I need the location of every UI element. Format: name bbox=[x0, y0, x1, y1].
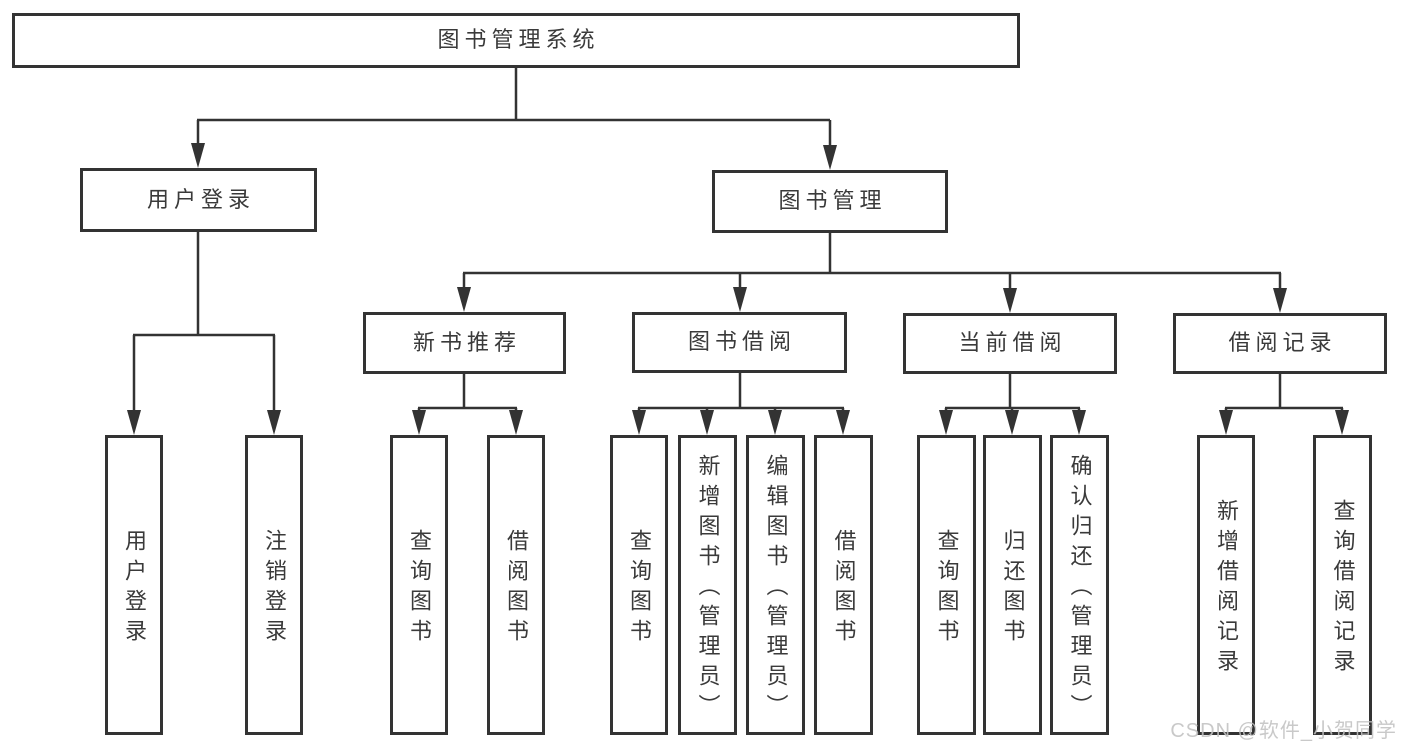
node-user-login: 用户登录 bbox=[80, 168, 317, 232]
connector-book-borrow-to-leaves bbox=[632, 373, 850, 435]
arrowhead-bb-borrow-book bbox=[836, 410, 850, 435]
arrowhead-user-login bbox=[191, 143, 205, 168]
arrowhead-nb-borrow-book bbox=[509, 410, 523, 435]
arrowhead-leaf-user-login bbox=[127, 410, 141, 435]
arrowhead-cb-confirm-return bbox=[1072, 410, 1086, 435]
leaf-br-query-record: 查询借阅记录 bbox=[1313, 435, 1372, 735]
leaf-logout-label: 注销登录 bbox=[262, 529, 287, 649]
leaf-nb-query-book: 查询图书 bbox=[390, 435, 448, 735]
node-user-login-label: 用户登录 bbox=[146, 186, 255, 212]
arrowhead-bb-add-book bbox=[700, 410, 714, 435]
leaf-bb-borrow-book-label: 借阅图书 bbox=[831, 529, 857, 649]
node-current-borrow: 当前借阅 bbox=[903, 313, 1117, 374]
arrowhead-bb-query-book bbox=[632, 410, 646, 435]
arrowhead-current-borrow bbox=[1003, 288, 1017, 313]
connector-user-login-to-leaves bbox=[127, 232, 281, 435]
leaf-cb-return-book: 归还图书 bbox=[983, 435, 1042, 735]
leaf-logout: 注销登录 bbox=[245, 435, 303, 735]
arrowhead-book-borrow bbox=[733, 287, 747, 312]
leaf-bb-query-book: 查询图书 bbox=[610, 435, 668, 735]
leaf-bb-edit-book-admin-label: 编辑图书（管理员） bbox=[763, 454, 789, 724]
leaf-cb-return-book-label: 归还图书 bbox=[1000, 529, 1026, 649]
leaf-bb-add-book-admin-label: 新增图书（管理员） bbox=[695, 454, 721, 724]
arrowhead-cb-query-book bbox=[939, 410, 953, 435]
arrowhead-br-query-record bbox=[1335, 410, 1349, 435]
arrowhead-br-add-record bbox=[1219, 410, 1233, 435]
leaf-cb-query-book-label: 查询图书 bbox=[934, 529, 960, 649]
leaf-br-add-record: 新增借阅记录 bbox=[1197, 435, 1255, 735]
leaf-user-login-label: 用户登录 bbox=[122, 529, 147, 649]
leaf-cb-query-book: 查询图书 bbox=[917, 435, 976, 735]
node-root: 图书管理系统 bbox=[12, 13, 1020, 68]
node-borrow-records-label: 借阅记录 bbox=[1228, 330, 1337, 356]
arrowhead-borrow-record bbox=[1273, 288, 1287, 313]
arrowhead-book-mgmt bbox=[823, 145, 837, 170]
leaf-nb-query-book-label: 查询图书 bbox=[407, 529, 432, 649]
arrowhead-cb-return-book bbox=[1005, 410, 1019, 435]
connector-new-book-rec-to-leaves bbox=[412, 374, 523, 435]
leaf-cb-confirm-return-admin: 确认归还（管理员） bbox=[1050, 435, 1109, 735]
node-borrow-records: 借阅记录 bbox=[1173, 313, 1387, 374]
node-root-label: 图书管理系统 bbox=[437, 27, 600, 53]
node-book-management: 图书管理 bbox=[712, 170, 948, 233]
leaf-br-query-record-label: 查询借阅记录 bbox=[1330, 499, 1356, 679]
node-book-borrow: 图书借阅 bbox=[632, 312, 847, 373]
node-book-management-label: 图书管理 bbox=[778, 188, 887, 214]
leaf-user-login: 用户登录 bbox=[105, 435, 163, 735]
leaf-br-add-record-label: 新增借阅记录 bbox=[1214, 499, 1239, 679]
node-current-borrow-label: 当前借阅 bbox=[958, 330, 1067, 356]
arrowhead-leaf-logout bbox=[267, 410, 281, 435]
connector-book-mgmt-to-level3 bbox=[457, 233, 1287, 313]
arrowhead-bb-edit-book bbox=[768, 410, 782, 435]
leaf-nb-borrow-book-label: 借阅图书 bbox=[504, 529, 529, 649]
leaf-nb-borrow-book: 借阅图书 bbox=[487, 435, 545, 735]
arrowhead-nb-query-book bbox=[412, 410, 426, 435]
node-new-book-recommend: 新书推荐 bbox=[363, 312, 566, 374]
connector-current-borrow-to-leaves bbox=[939, 374, 1086, 435]
leaf-cb-confirm-return-admin-label: 确认归还（管理员） bbox=[1067, 454, 1093, 724]
leaf-bb-borrow-book: 借阅图书 bbox=[814, 435, 873, 735]
leaf-bb-query-book-label: 查询图书 bbox=[627, 529, 652, 649]
connector-borrow-record-to-leaves bbox=[1219, 374, 1349, 435]
node-new-book-recommend-label: 新书推荐 bbox=[412, 329, 521, 355]
csdn-watermark: CSDN @软件_小贺同学 bbox=[1170, 720, 1397, 742]
node-book-borrow-label: 图书借阅 bbox=[687, 329, 796, 355]
leaf-bb-edit-book-admin: 编辑图书（管理员） bbox=[746, 435, 805, 735]
arrowhead-new-book-rec bbox=[457, 287, 471, 312]
leaf-bb-add-book-admin: 新增图书（管理员） bbox=[678, 435, 737, 735]
connector-root-to-level2 bbox=[191, 68, 837, 170]
